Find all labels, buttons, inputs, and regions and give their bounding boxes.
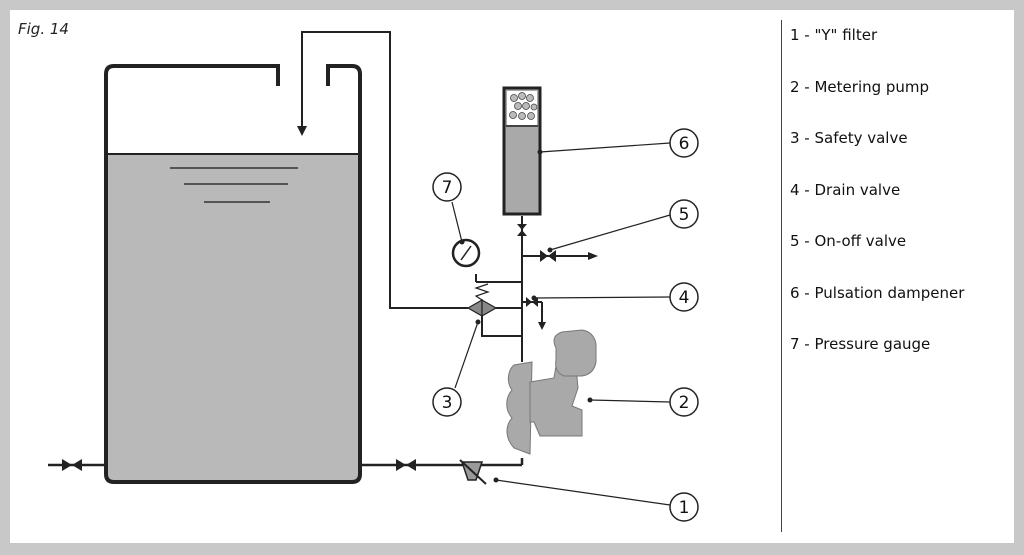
callout-2-number: 2 xyxy=(679,393,690,413)
callout-3: 3 xyxy=(432,387,462,417)
bypass-loop xyxy=(481,308,522,337)
pulsation-dampener-symbol xyxy=(502,86,542,216)
tank-wall xyxy=(104,64,362,484)
y-filter-symbol xyxy=(459,459,487,485)
figure-label: Fig. 14 xyxy=(18,20,69,38)
callout-4-number: 4 xyxy=(679,288,690,308)
pump-body xyxy=(529,365,583,437)
suction-valve-left xyxy=(62,459,82,471)
pressure-gauge-symbol xyxy=(451,238,481,268)
return-flow-arrow xyxy=(297,126,307,136)
callout-5-number: 5 xyxy=(679,205,690,225)
legend-item-drain-valve: 4 - Drain valve xyxy=(790,180,901,199)
callout-7: 7 xyxy=(432,172,462,202)
legend-item-y-filter: 1 - "Y" filter xyxy=(790,26,878,44)
leader-lines xyxy=(451,142,671,506)
figure-frame: 1 2 3 4 5 6 7 Fig. 14 1 - "Y" filter xyxy=(10,10,1014,543)
outlet-flow-arrow xyxy=(588,252,598,260)
storage-tank xyxy=(104,64,362,484)
callout-1-number: 1 xyxy=(679,498,690,518)
safety-valve-symbol xyxy=(466,283,498,318)
pump-head xyxy=(506,361,533,455)
callout-4: 4 xyxy=(669,282,699,312)
callout-7-number: 7 xyxy=(442,178,453,198)
legend-divider xyxy=(781,20,782,532)
legend-item-safety-valve: 3 - Safety valve xyxy=(790,129,908,147)
metering-pump xyxy=(506,329,597,455)
leader-dots xyxy=(459,149,593,483)
on-off-valve-symbol xyxy=(540,250,556,262)
tank-liquid xyxy=(106,154,360,482)
legend-item-pressure-gauge: 7 - Pressure gauge xyxy=(790,335,931,353)
hydraulic-installation-diagram: 1 2 3 4 5 6 7 xyxy=(48,31,699,522)
legend-item-metering-pump: 2 - Metering pump xyxy=(790,77,930,96)
callout-6-number: 6 xyxy=(679,134,690,154)
drain-valve-symbol xyxy=(526,297,538,307)
suction-valve-right xyxy=(396,459,416,471)
drain-flow-arrow xyxy=(538,322,546,330)
legend-list: 1 - "Y" filter 2 - Metering pump 3 - Saf… xyxy=(790,26,1010,387)
pump-motor xyxy=(553,329,597,377)
legend-item-pulsation-dampener: 6 - Pulsation dampener xyxy=(790,283,965,302)
callout-6: 6 xyxy=(669,128,699,158)
callout-2: 2 xyxy=(669,387,699,417)
callout-1: 1 xyxy=(669,492,699,522)
legend-item-on-off-valve: 5 - On-off valve xyxy=(790,232,907,250)
suction-line xyxy=(48,458,524,485)
dampener-isolation-valve xyxy=(517,224,527,236)
callout-5: 5 xyxy=(669,199,699,229)
callout-3-number: 3 xyxy=(442,393,453,413)
return-line xyxy=(297,31,468,309)
